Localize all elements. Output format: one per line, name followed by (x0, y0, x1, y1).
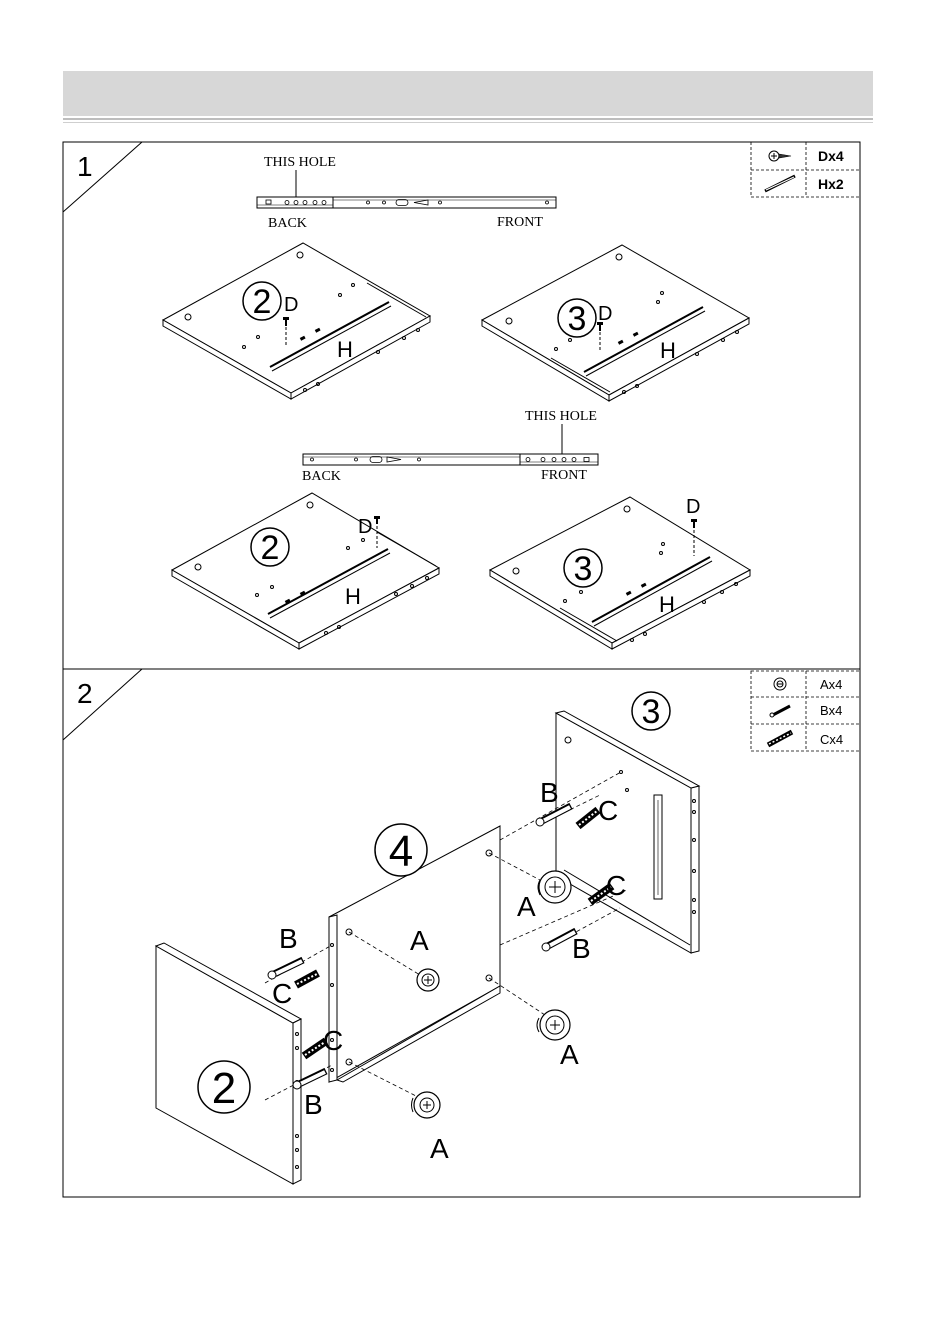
screw-label: D (598, 303, 612, 325)
wood-dowel-icon (296, 973, 318, 985)
panel-3-bottom: 3 D H (490, 496, 750, 649)
label-b: B (572, 933, 591, 964)
cam-lock-icon (417, 969, 439, 991)
panel-3-top: 3 D H (482, 245, 749, 401)
label-c: C (606, 870, 626, 901)
label-b: B (540, 777, 559, 808)
slide-label: H (337, 337, 353, 362)
label-c: C (323, 1025, 343, 1056)
step-2-parts-box: Ax4 Bx4 Cx4 (751, 671, 860, 751)
step-1-number: 1 (77, 151, 93, 182)
label-a: A (410, 925, 429, 956)
panel-number: 3 (574, 550, 593, 588)
part-code-bx4: Bx4 (820, 703, 842, 718)
panel-number: 3 (642, 693, 661, 731)
panel-number: 2 (212, 1064, 236, 1113)
rail-top-back-label: BACK (268, 216, 307, 231)
cam-lock-icon (412, 1092, 441, 1118)
wood-dowel-icon (768, 732, 792, 745)
panel-2-bottom: 2 D H (172, 493, 439, 649)
slide-label: H (660, 338, 676, 363)
slide-label: H (659, 592, 675, 617)
screw-label: D (686, 496, 700, 518)
label-b: B (279, 923, 298, 954)
screw-icon (374, 516, 380, 524)
screw-icon (691, 519, 697, 528)
rail-bottom-hole-label: THIS HOLE (525, 409, 597, 424)
panel-2-top: 2 D H (163, 243, 430, 399)
screw-icon (769, 151, 791, 161)
label-c: C (598, 795, 618, 826)
panel-number: 2 (253, 283, 272, 321)
step-1-parts-box: Dx4 Hx2 (751, 142, 860, 197)
rail-bottom-back-label: BACK (302, 469, 341, 484)
cam-lock-icon (538, 871, 571, 903)
part-code-dx4: Dx4 (818, 148, 844, 164)
panel-number: 4 (389, 827, 413, 876)
label-a: A (560, 1039, 579, 1070)
cam-bolt-icon (268, 960, 303, 979)
screw-label: D (358, 516, 372, 538)
label-a: A (430, 1133, 449, 1164)
step-2-number: 2 (77, 678, 93, 709)
panel-number: 3 (568, 300, 587, 338)
label-c: C (272, 978, 292, 1009)
step-1-frame: 1 (63, 142, 860, 669)
cam-bolt-icon (542, 931, 576, 951)
drawer-rail-top: THIS HOLE BACK FRONT (257, 155, 556, 231)
rail-top-front-label: FRONT (497, 215, 543, 230)
label-a: A (517, 891, 536, 922)
cam-lock-icon (774, 678, 786, 690)
drawer-rail-bottom: THIS HOLE BACK FRONT (302, 409, 598, 484)
label-b: B (304, 1089, 323, 1120)
drawer-slide-icon (765, 176, 795, 191)
cam-bolt-icon (770, 706, 790, 717)
cam-lock-icon (537, 1010, 570, 1040)
part-code-hx2: Hx2 (818, 176, 844, 192)
part-code-cx4: Cx4 (820, 732, 843, 747)
panel-number: 2 (261, 529, 280, 567)
rail-bottom-front-label: FRONT (541, 468, 587, 483)
rail-top-hole-label: THIS HOLE (264, 155, 336, 170)
part-code-ax4: Ax4 (820, 677, 842, 692)
slide-label: H (345, 584, 361, 609)
screw-label: D (284, 294, 298, 316)
